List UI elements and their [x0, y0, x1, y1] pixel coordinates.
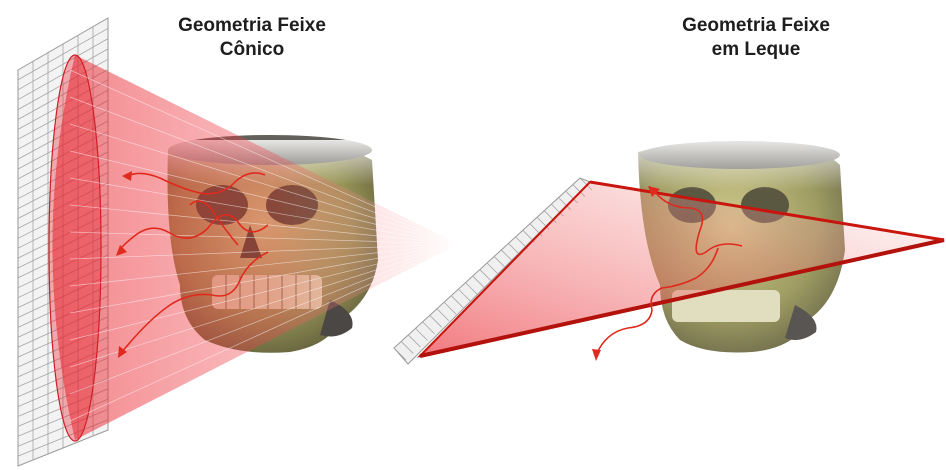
fan-title-line1: Geometria Feixe — [641, 14, 871, 38]
fan-beam-panel — [394, 140, 944, 364]
cone-beam — [49, 55, 458, 441]
cone-title-line2: Cônico — [137, 38, 367, 62]
fan-title-line2: em Leque — [641, 38, 871, 62]
cone-beam-title: Geometria Feixe Cônico — [137, 14, 367, 62]
cone-title-line1: Geometria Feixe — [137, 14, 367, 38]
fan-beam-title: Geometria Feixe em Leque — [641, 14, 871, 62]
cone-beam-panel — [18, 18, 458, 466]
